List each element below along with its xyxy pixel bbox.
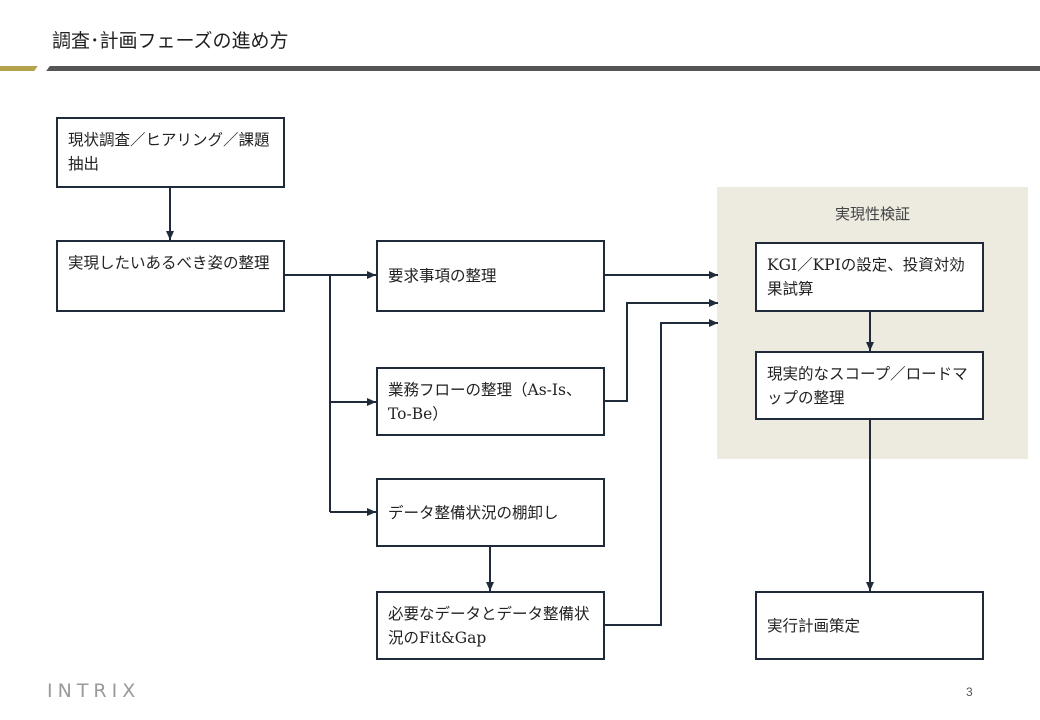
box-business-flow: 業務フローの整理（As-Is、To-Be） [376, 367, 605, 436]
company-logo: INTRIX [47, 680, 141, 702]
box-requirements-label: 要求事項の整理 [388, 267, 497, 285]
box-kgi-kpi-label: KGI／KPIの設定、投資対効果試算 [767, 256, 965, 298]
box-business-flow-label: 業務フローの整理（As-Is、To-Be） [388, 380, 582, 423]
box-current-survey-label: 現状調査／ヒアリング／課題抽出 [68, 131, 270, 173]
box-kgi-kpi: KGI／KPIの設定、投資対効果試算 [755, 242, 984, 312]
box-fit-gap-label: 必要なデータとデータ整備状況のFit&Gap [388, 604, 590, 647]
box-scope-roadmap-label: 現実的なスコープ／ロードマップの整理 [767, 364, 968, 407]
box-to-be: 実現したいあるべき姿の整理 [56, 240, 285, 312]
arrow-fitgap-to-panel [604, 319, 718, 626]
box-data-inventory: データ整備状況の棚卸し [376, 478, 605, 547]
box-execution-plan-label: 実行計画策定 [767, 616, 861, 635]
feasibility-panel-title: 実現性検証 [834, 205, 910, 223]
box-execution-plan: 実行計画策定 [755, 591, 984, 660]
page-title: 調査･計画フェーズの進め方 [52, 31, 289, 52]
box-fit-gap: 必要なデータとデータ整備状況のFit&Gap [376, 591, 605, 660]
arrow-flow-to-panel [604, 299, 718, 402]
page-number: 3 [966, 685, 973, 699]
box-current-survey: 現状調査／ヒアリング／課題抽出 [56, 117, 285, 188]
box-requirements: 要求事項の整理 [376, 240, 605, 312]
box-to-be-label: 実現したいあるべき姿の整理 [68, 254, 270, 272]
header-rule [46, 66, 1040, 71]
box-scope-roadmap: 現実的なスコープ／ロードマップの整理 [755, 351, 984, 420]
header-rule-accent [0, 66, 38, 71]
box-data-inventory-label: データ整備状況の棚卸し [388, 503, 559, 522]
